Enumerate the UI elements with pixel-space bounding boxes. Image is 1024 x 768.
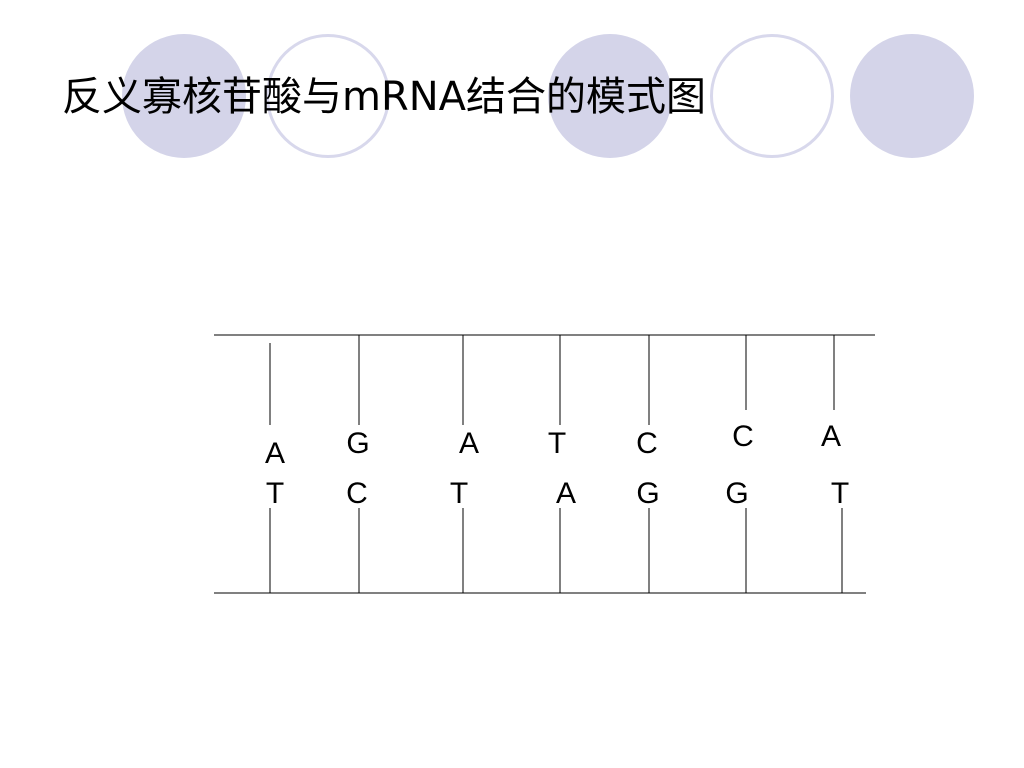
base-pair: CG bbox=[636, 335, 660, 593]
slide-title: 反义寡核苷酸与mRNA结合的模式图 bbox=[62, 74, 707, 120]
top-strand-base: A bbox=[459, 427, 479, 460]
base-pair: CG bbox=[725, 335, 754, 593]
base-pair: AT bbox=[265, 343, 285, 593]
top-strand-base: C bbox=[636, 427, 658, 460]
top-strand-base: A bbox=[821, 420, 841, 453]
decorative-circle-outline bbox=[710, 34, 834, 158]
decorative-circle-outline bbox=[266, 34, 390, 158]
top-strand-base: T bbox=[548, 427, 566, 460]
top-strand-base: C bbox=[732, 420, 754, 453]
top-strand-base: G bbox=[346, 427, 369, 460]
bottom-strand-base: G bbox=[725, 477, 748, 510]
base-pair: GC bbox=[346, 335, 370, 593]
base-pair: AT bbox=[450, 335, 479, 593]
bottom-strand-base: A bbox=[556, 477, 576, 510]
bottom-strand-base: T bbox=[450, 477, 468, 510]
bottom-strand-base: T bbox=[831, 477, 849, 510]
decorative-circle-filled bbox=[850, 34, 974, 158]
decorative-circle-filled bbox=[548, 34, 672, 158]
bottom-strand-base: T bbox=[266, 477, 284, 510]
bottom-strand-base: G bbox=[636, 477, 659, 510]
bottom-strand-base: C bbox=[346, 477, 368, 510]
base-pair: AT bbox=[821, 335, 849, 593]
base-pair: TA bbox=[548, 335, 576, 593]
top-strand-base: A bbox=[265, 437, 285, 470]
decorative-circle-filled bbox=[122, 34, 246, 158]
